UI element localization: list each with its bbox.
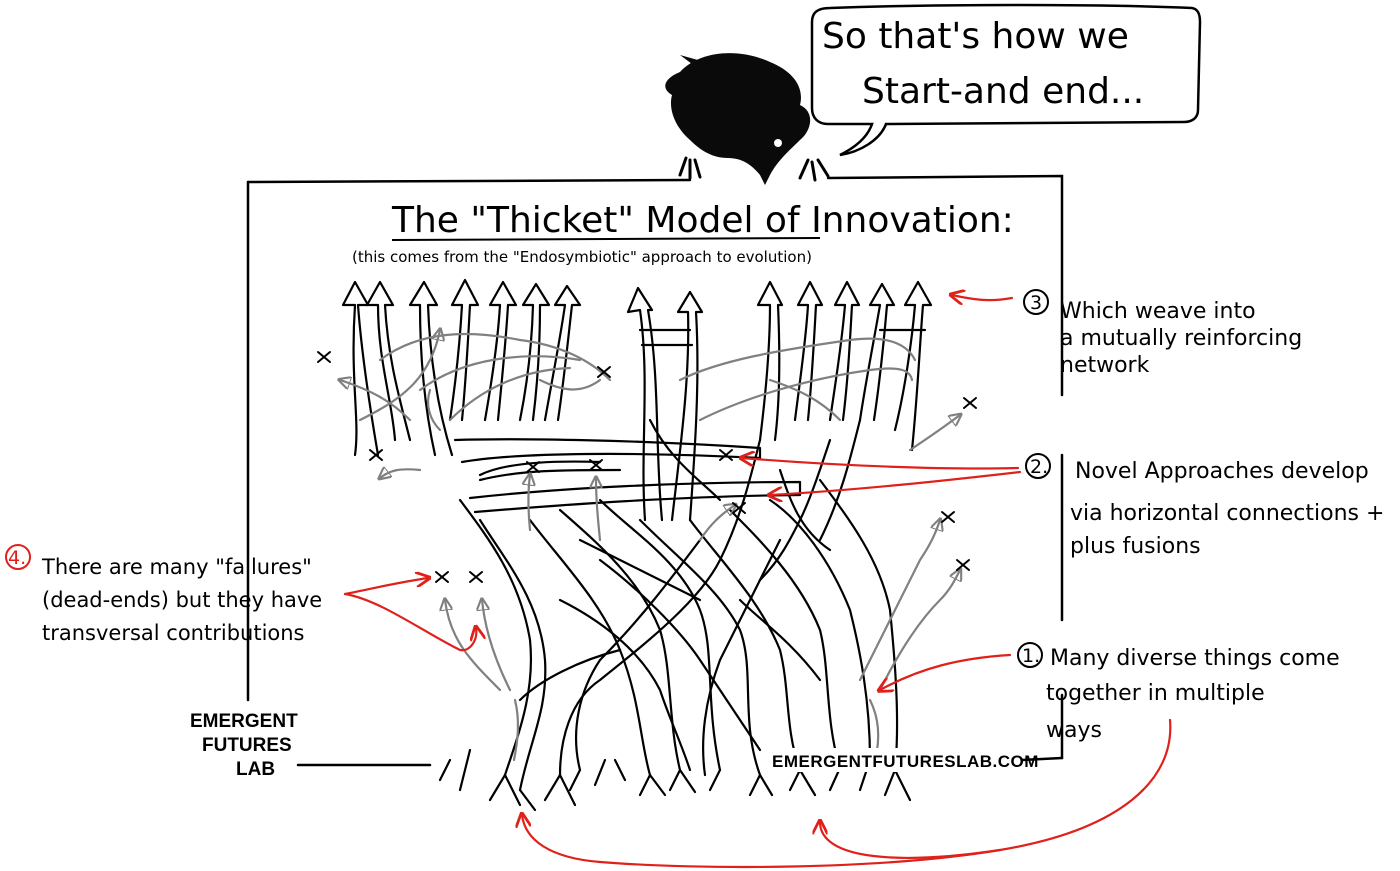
annotation-4-line-3: transversal contributions	[42, 621, 305, 645]
annotation-1: 1. Many diverse things come together in …	[1018, 643, 1340, 743]
annotation-1-line-1: Many diverse things come	[1050, 646, 1340, 671]
annotation-2-line-1: Novel Approaches develop	[1075, 459, 1369, 484]
emergent-futures-lab-logo: EMERGENT FUTURES LAB	[190, 711, 298, 780]
annotation-2-number: 2.	[1030, 456, 1048, 478]
speech-line-1: So that's how we	[822, 16, 1129, 57]
site-url: EMERGENTFUTURESLAB.COM	[772, 752, 1039, 771]
annotation-1-line-3: ways	[1046, 718, 1102, 743]
diagram-subtitle: (this comes from the "Endosymbiotic" app…	[352, 248, 812, 266]
annotation-1-line-2: together in multiple	[1046, 681, 1265, 706]
annotation-3: 3 Which weave into a mutually reinforcin…	[1024, 290, 1302, 378]
annotation-2-line-2: via horizontal connections +	[1070, 501, 1384, 526]
annotation-3-line-3: network	[1060, 353, 1150, 378]
logo-line-2: FUTURES	[202, 735, 292, 756]
annotation-4: 4. There are many "failures" (dead-ends)…	[6, 545, 322, 645]
speech-line-2: Start-and end...	[862, 71, 1144, 112]
crow-icon	[665, 53, 828, 185]
logo-line-3: LAB	[236, 759, 275, 780]
annotation-3-line-1: Which weave into	[1060, 299, 1256, 324]
logo-line-1: EMERGENT	[190, 711, 298, 732]
annotation-2: 2. Novel Approaches develop via horizont…	[1026, 454, 1384, 559]
annotation-1-number: 1.	[1022, 645, 1040, 667]
annotation-3-number: 3	[1030, 292, 1042, 314]
annotation-3-line-2: a mutually reinforcing	[1060, 326, 1302, 351]
annotation-4-line-1: There are many "failures"	[41, 555, 312, 579]
speech-bubble: So that's how we Start-and end...	[812, 5, 1200, 155]
annotation-4-line-2: (dead-ends) but they have	[42, 588, 322, 612]
annotation-2-line-3: plus fusions	[1070, 534, 1201, 559]
diagram-title: The "Thicket" Model of Innovation:	[391, 200, 1014, 241]
annotation-4-number: 4.	[8, 547, 26, 569]
